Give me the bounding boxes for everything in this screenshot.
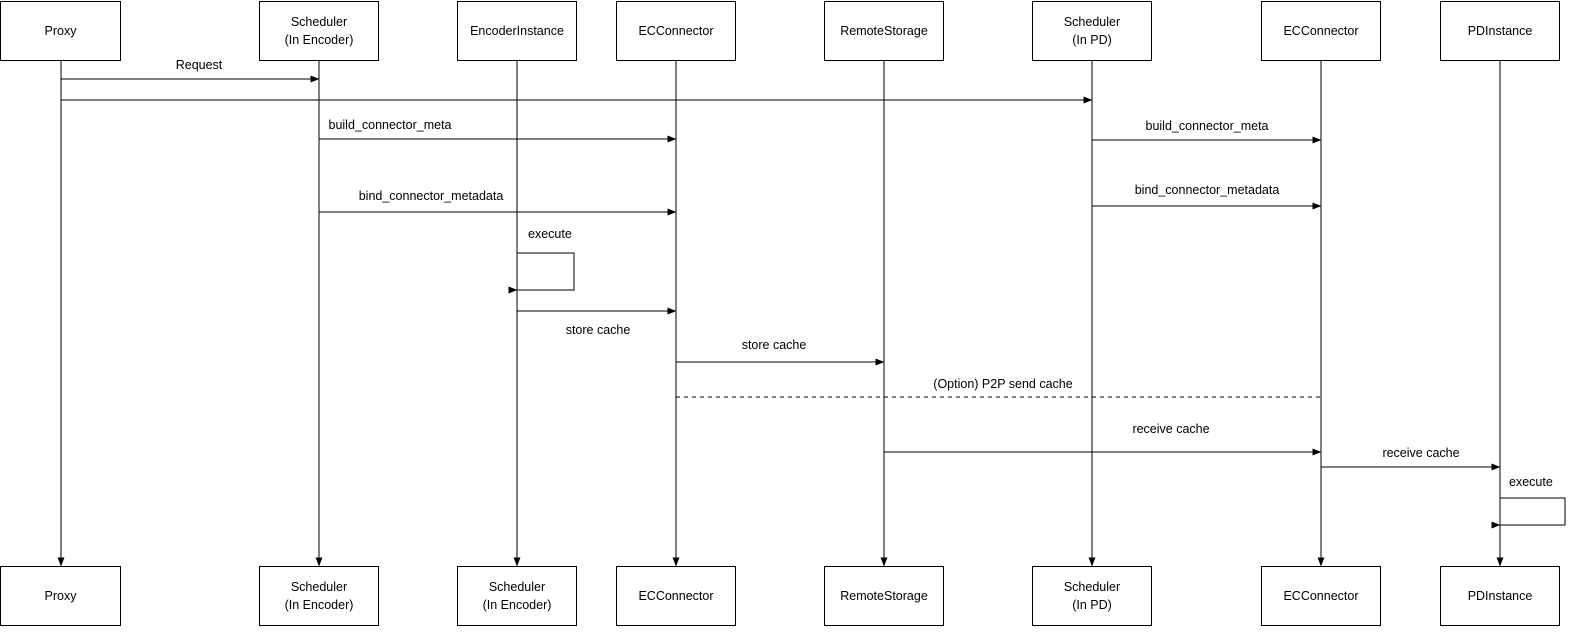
message-label-m6: bind_connector_metadata	[1134, 183, 1280, 197]
participant-label-primary: Proxy	[44, 23, 77, 38]
participant-label-primary: ECConnector	[1283, 588, 1359, 603]
participant-header-pd_inst[interactable]: PDInstance	[1440, 1, 1560, 61]
participant-header-encoder_inst[interactable]: EncoderInstance	[457, 1, 577, 61]
lifelines-group	[57, 61, 1504, 567]
participant-label-secondary: (In Encoder)	[284, 598, 354, 612]
participant-footer-ecconn_pd[interactable]: ECConnector	[1261, 566, 1381, 626]
participant-label-secondary: (In PD)	[1072, 598, 1112, 612]
message-label-m7: store cache	[565, 323, 631, 337]
self-message-loop-s2	[1491, 497, 1566, 529]
participant-label-primary: Scheduler	[290, 14, 348, 29]
message-label-m9: (Option) P2P send cache	[933, 377, 1073, 391]
participant-label-primary: PDInstance	[1467, 23, 1533, 38]
message-label-m10: receive cache	[1132, 422, 1210, 436]
self-message-loop-s1	[508, 252, 575, 294]
self-message-label-s2: execute	[1509, 475, 1553, 489]
participant-label-secondary: (In Encoder)	[284, 33, 354, 47]
participant-label-primary: RemoteStorage	[840, 588, 928, 603]
participant-label-primary: ECConnector	[638, 23, 714, 38]
participant-label-primary: Scheduler	[290, 579, 348, 594]
participant-header-remote[interactable]: RemoteStorage	[824, 1, 944, 61]
messages-group	[61, 75, 1501, 471]
participant-footer-sched_pd[interactable]: Scheduler (In PD)	[1032, 566, 1152, 626]
message-label-m8: store cache	[741, 338, 807, 352]
participant-footer-remote[interactable]: RemoteStorage	[824, 566, 944, 626]
participant-label-primary: ECConnector	[1283, 23, 1359, 38]
participant-header-sched_enc[interactable]: Scheduler (In Encoder)	[259, 1, 379, 61]
message-label-m4: build_connector_meta	[1145, 119, 1269, 133]
participant-header-ecconn_pd[interactable]: ECConnector	[1261, 1, 1381, 61]
message-label-m11: receive cache	[1382, 446, 1460, 460]
participant-footer-pd_inst[interactable]: PDInstance	[1440, 566, 1560, 626]
participant-label-primary: EncoderInstance	[470, 23, 564, 38]
participant-footer-encoder_inst[interactable]: Scheduler (In Encoder)	[457, 566, 577, 626]
message-label-m3: build_connector_meta	[328, 118, 452, 132]
participant-label-primary: Scheduler	[1063, 14, 1121, 29]
participant-label-secondary: (In Encoder)	[482, 598, 552, 612]
participant-label-primary: ECConnector	[638, 588, 714, 603]
participant-label-primary: Scheduler	[488, 579, 546, 594]
message-label-m1: Request	[175, 58, 223, 72]
participant-label-primary: RemoteStorage	[840, 23, 928, 38]
participant-footer-proxy[interactable]: Proxy	[0, 566, 121, 626]
self-message-label-s1: execute	[528, 227, 572, 241]
participant-header-proxy[interactable]: Proxy	[0, 1, 121, 61]
participant-label-secondary: (In PD)	[1072, 33, 1112, 47]
participant-label-primary: Scheduler	[1063, 579, 1121, 594]
participant-header-ecconn_enc[interactable]: ECConnector	[616, 1, 736, 61]
participant-label-primary: Proxy	[44, 588, 77, 603]
participant-label-primary: PDInstance	[1467, 588, 1533, 603]
message-label-m5: bind_connector_metadata	[358, 189, 504, 203]
self-messages-group	[508, 252, 1566, 529]
participant-footer-ecconn_enc[interactable]: ECConnector	[616, 566, 736, 626]
participant-header-sched_pd[interactable]: Scheduler (In PD)	[1032, 1, 1152, 61]
participant-footer-sched_enc[interactable]: Scheduler (In Encoder)	[259, 566, 379, 626]
